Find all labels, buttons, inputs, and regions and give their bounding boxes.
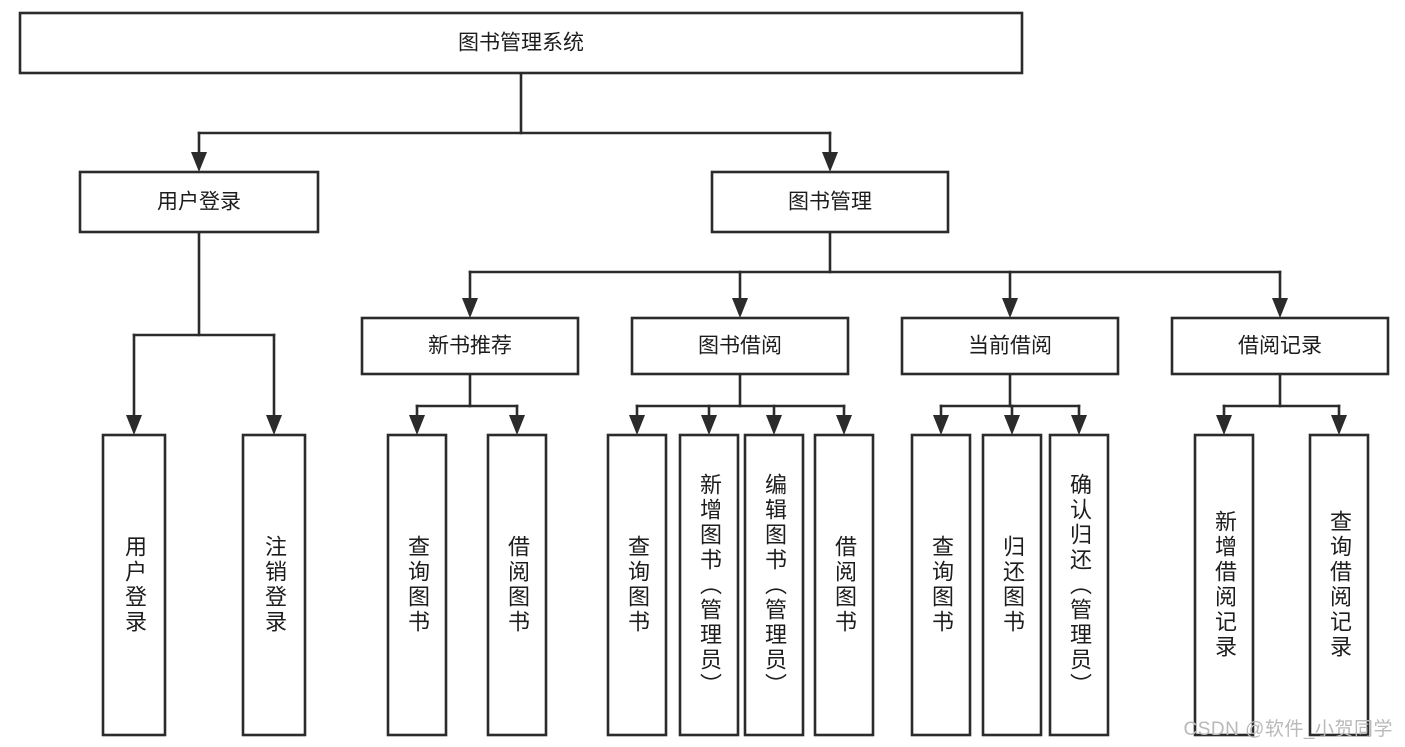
node-box-add-borrow-record[interactable] [1193,433,1255,737]
node-box-borrow-book-2[interactable] [813,433,875,737]
watermark: CSDN @软件_小贺同学 [1183,719,1393,740]
arrow-head-icon-add-book-admin [701,415,717,435]
arrow-head-icon-edit-book-admin [766,415,782,435]
node-box-query-borrow-record[interactable] [1308,433,1370,737]
arrow-head-icon-query-book-3 [933,415,949,435]
arrow-head-icon-book-borrow [732,298,748,318]
arrow-head-icon-add-borrow-record [1216,415,1232,435]
node-box-book-management[interactable] [710,170,950,234]
arrow-head-icon-user-logout [266,415,282,435]
node-box-return-book[interactable] [981,433,1043,737]
node-box-undefined[interactable] [18,11,1024,75]
node-label-current-borrow: 当前借阅 [968,335,1052,358]
boxes-layer [18,11,1390,737]
node-label-book-borrow: 图书借阅 [698,335,782,358]
arrow-head-icon-new-book-recommend [462,298,478,318]
node-box-user-login-do[interactable] [101,433,167,737]
arrow-head-icon-query-borrow-record [1331,415,1347,435]
node-label-borrow-records: 借阅记录 [1238,335,1322,358]
node-box-query-book-3[interactable] [910,433,972,737]
node-box-user-logout[interactable] [241,433,307,737]
node-box-edit-book-admin[interactable] [743,433,805,737]
connectors-layer [126,71,1347,435]
arrow-head-icon-borrow-book-2 [836,415,852,435]
node-box-query-book-2[interactable] [606,433,668,737]
node-box-user-login[interactable] [78,170,320,234]
arrow-head-icon-return-book [1004,415,1020,435]
arrow-head-icon-query-book-1 [409,415,425,435]
arrow-head-icon-query-book-2 [629,415,645,435]
arrow-head-icon-confirm-return-admin [1071,415,1087,435]
arrow-head-icon-borrow-records [1272,298,1288,318]
node-box-borrow-records[interactable] [1170,316,1390,376]
arrow-head-icon-borrow-book-1 [509,415,525,435]
node-box-new-book-recommend[interactable] [360,316,580,376]
arrow-head-icon-book-management [822,152,838,172]
node-box-confirm-return-admin[interactable] [1048,433,1110,737]
node-label-user-login: 用户登录 [157,191,241,214]
arrow-head-icon-user-login-do [126,415,142,435]
arrow-head-icon-current-borrow [1002,298,1018,318]
node-label-undefined: 图书管理系统 [458,32,584,55]
node-label-book-management: 图书管理 [788,191,872,214]
node-box-query-book-1[interactable] [386,433,448,737]
node-label-new-book-recommend: 新书推荐 [428,335,512,358]
node-box-borrow-book-1[interactable] [486,433,548,737]
arrow-head-icon-user-login [191,152,207,172]
node-box-current-borrow[interactable] [900,316,1120,376]
node-box-book-borrow[interactable] [630,316,850,376]
node-box-add-book-admin[interactable] [678,433,740,737]
